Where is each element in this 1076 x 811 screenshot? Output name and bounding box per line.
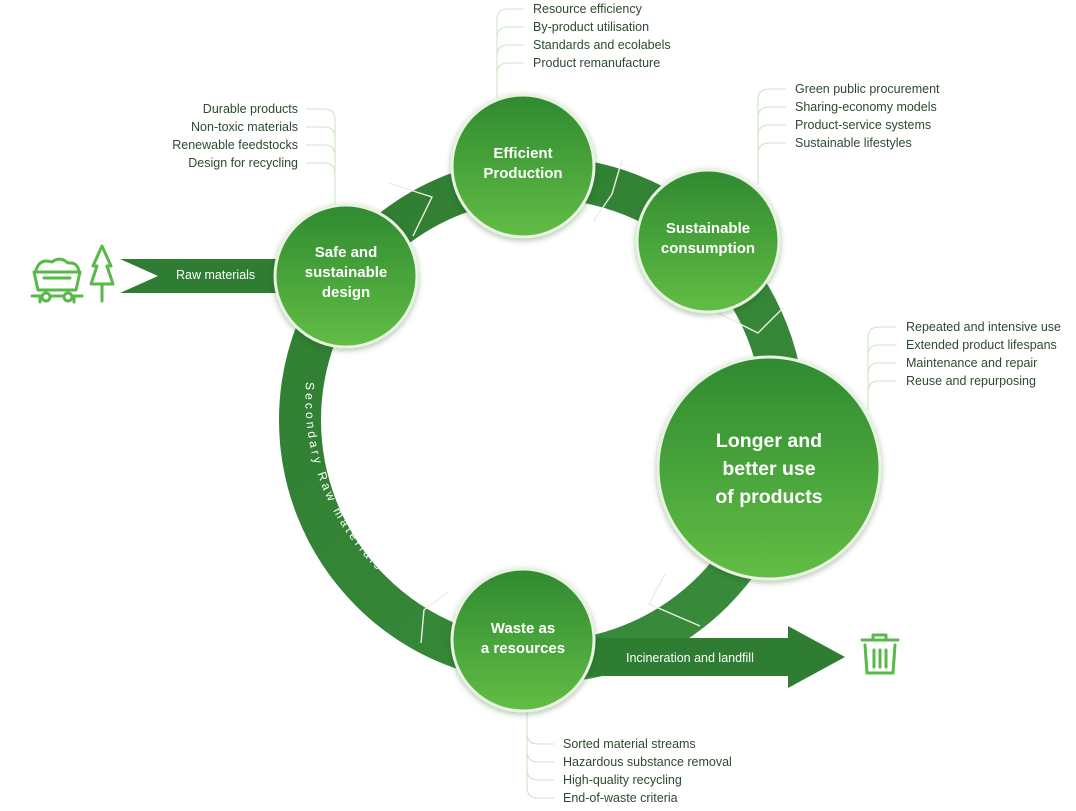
list-item: Design for recycling: [188, 156, 298, 170]
list-item: Standards and ecolabels: [533, 38, 671, 52]
list-item: Product-service systems: [795, 118, 932, 132]
mine-cart-icon: [30, 257, 84, 304]
list-item: Reuse and repurposing: [906, 374, 1036, 388]
node-sustainable-consumption[interactable]: [635, 168, 781, 314]
list-item: End-of-waste criteria: [563, 791, 678, 805]
trash-bin-icon: [860, 633, 900, 675]
list-item: Sorted material streams: [563, 737, 696, 751]
node-waste-as-resources[interactable]: [450, 567, 596, 713]
waste-measures-list: Sorted material streams Hazardous substa…: [563, 735, 732, 807]
list-connectors: [306, 8, 896, 799]
list-item: Maintenance and repair: [906, 356, 1038, 370]
longer-use-measures-list: Repeated and intensive use Extended prod…: [906, 318, 1061, 390]
list-item: Product remanufacture: [533, 56, 661, 70]
node-safe-design[interactable]: [273, 203, 419, 349]
list-item: Durable products: [202, 102, 298, 116]
list-item: Sharing-economy models: [795, 100, 937, 114]
list-item: Repeated and intensive use: [906, 320, 1061, 334]
incineration-arrow: [560, 626, 845, 688]
list-item: Renewable feedstocks: [172, 138, 298, 152]
design-measures-list: Durable products Non-toxic materials Ren…: [120, 100, 298, 172]
list-item: High-quality recycling: [563, 773, 682, 787]
list-item: Non-toxic materials: [191, 120, 298, 134]
list-item: Hazardous substance removal: [563, 755, 732, 769]
list-item: Resource efficiency: [533, 2, 642, 16]
list-item: Green public procurement: [795, 82, 940, 96]
node-longer-use[interactable]: [656, 355, 882, 581]
raw-materials-arrow: [120, 259, 300, 293]
list-item: Extended product lifespans: [906, 338, 1057, 352]
node-efficient-production[interactable]: [450, 93, 596, 239]
ring-dividers: [387, 159, 785, 644]
production-measures-list: Resource efficiency By-product utilisati…: [533, 0, 671, 72]
list-item: Sustainable lifestyles: [795, 136, 912, 150]
tree-icon: [89, 244, 115, 303]
list-item: By-product utilisation: [533, 20, 650, 34]
consumption-measures-list: Green public procurement Sharing-economy…: [795, 80, 940, 152]
